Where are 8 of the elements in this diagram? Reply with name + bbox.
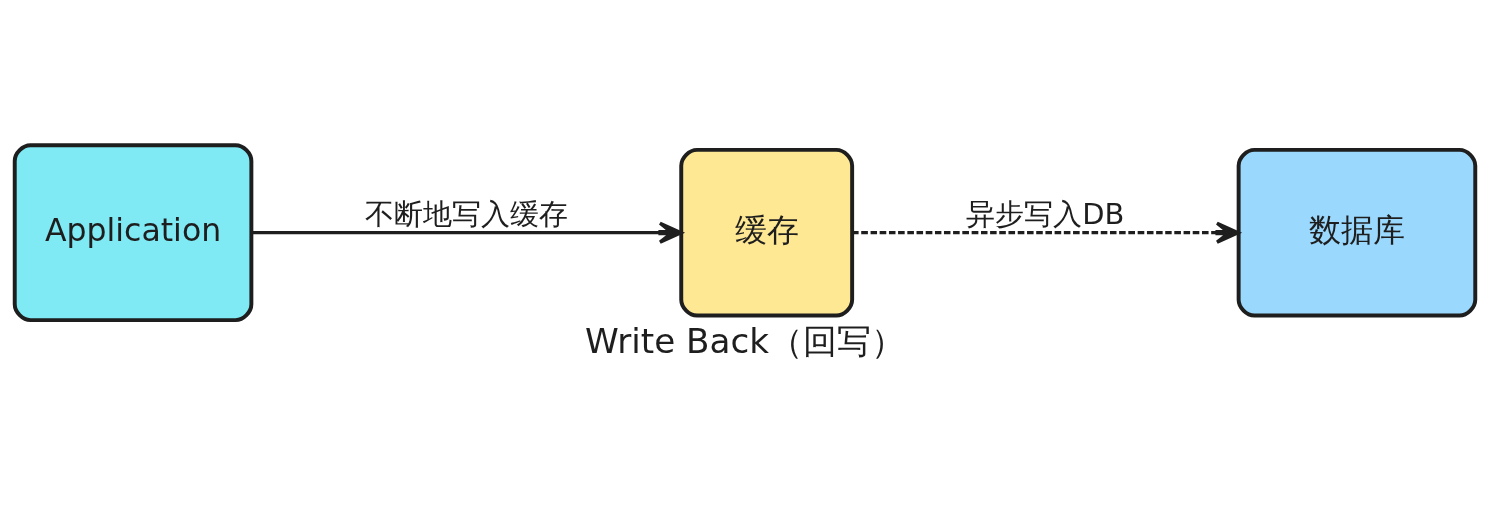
arrow xyxy=(852,221,1240,244)
node-box: 数据库 xyxy=(1236,147,1478,318)
node-box: 缓存 xyxy=(679,147,855,318)
edge-label: 不断地写入缓存 xyxy=(364,197,568,232)
node-box: Application xyxy=(12,143,254,323)
caption: Write Back（回写） xyxy=(585,320,905,361)
arrow xyxy=(251,221,683,244)
edge-label: 异步写入DB xyxy=(966,197,1125,232)
